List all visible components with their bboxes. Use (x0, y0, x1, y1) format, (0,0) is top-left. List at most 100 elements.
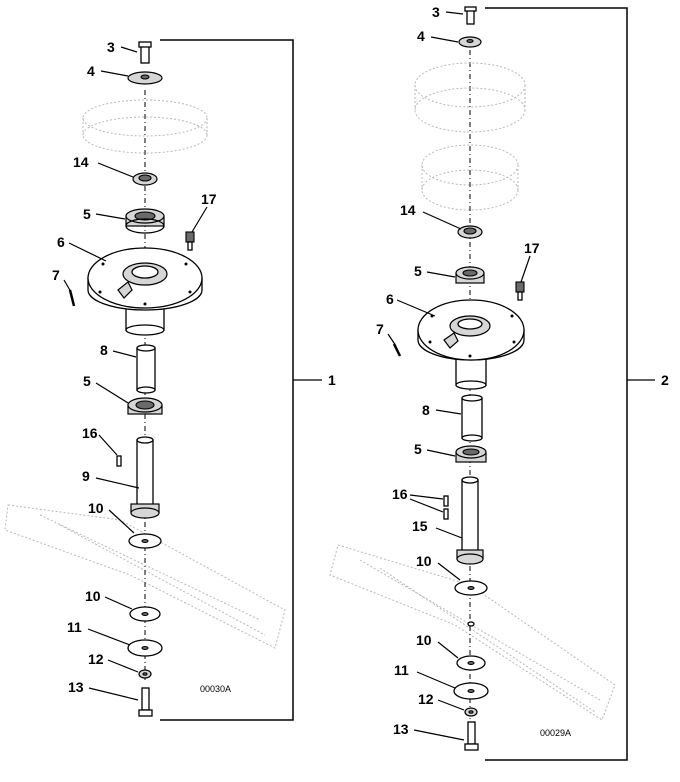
leader-9 (95, 477, 140, 489)
leader-14 (97, 162, 134, 178)
washer-10-upper (454, 580, 488, 596)
leader-6 (68, 242, 107, 262)
leader-17 (191, 206, 208, 233)
drawing-code-2: 00029A (540, 728, 571, 738)
callout-14: 14 (400, 202, 416, 218)
leader-7 (63, 279, 72, 293)
callout-14: 14 (73, 154, 89, 170)
callout-3: 3 (432, 4, 440, 20)
callout-6: 6 (386, 291, 394, 307)
callout-7: 7 (52, 267, 60, 283)
leader-16a (409, 494, 444, 500)
callout-5: 5 (83, 373, 91, 389)
leader-16b (409, 498, 444, 513)
assembly-number-1: 1 (328, 372, 336, 388)
leader-14 (422, 211, 462, 230)
grease-fitting-17 (185, 231, 195, 251)
leader-4 (100, 70, 129, 77)
callout-15: 15 (412, 518, 428, 534)
leader-4 (430, 36, 459, 43)
callout-17: 17 (201, 191, 217, 207)
callout-16: 16 (392, 486, 408, 502)
keys-16 (443, 495, 449, 520)
ghost-pulley (82, 99, 208, 154)
drawing-code-1: 00030A (200, 684, 231, 694)
bearing-5-upper (125, 208, 165, 234)
leader-10a (108, 509, 135, 534)
washer-10-lower (456, 655, 486, 671)
pin-7 (68, 289, 76, 307)
callout-3: 3 (107, 39, 115, 55)
leader-5a (426, 271, 456, 278)
leader-3 (445, 11, 464, 15)
leader-12 (437, 699, 465, 711)
bearing-5-lower (455, 445, 487, 463)
callout-9: 9 (82, 468, 90, 484)
hole-marker (467, 621, 475, 627)
callout-8: 8 (100, 342, 108, 358)
leader-10a (437, 562, 461, 581)
leader-17 (520, 255, 531, 283)
leader-13 (413, 729, 465, 741)
spacer-8 (136, 344, 156, 394)
leader-5a (95, 213, 126, 220)
bearing-5-upper (455, 266, 485, 284)
assembly-2: 3 4 14 17 5 6 7 8 5 16 15 10 10 11 12 13… (376, 4, 669, 761)
grease-fitting-17 (515, 281, 525, 301)
callout-12: 12 (418, 691, 434, 707)
leader-7 (387, 333, 397, 347)
leader-8 (112, 350, 137, 358)
washer-10-lower (129, 606, 161, 622)
pin-7 (392, 343, 402, 357)
callout-10: 10 (85, 588, 101, 604)
callout-4: 4 (87, 63, 95, 79)
callout-17: 17 (524, 240, 540, 256)
spacer-8 (461, 394, 483, 442)
spindle-housing-6 (87, 247, 203, 336)
callout-4: 4 (417, 28, 425, 44)
bolt-3 (138, 41, 152, 64)
spindle-housing-6 (417, 299, 525, 390)
bolt-13 (464, 721, 479, 751)
callout-16: 16 (82, 425, 98, 441)
washer-4 (127, 71, 163, 85)
washer-10-upper (128, 533, 162, 549)
ghost-pulley-lower (421, 144, 519, 211)
leader-11 (87, 628, 131, 646)
callout-6: 6 (57, 234, 65, 250)
leader-10b (437, 641, 459, 659)
spindle-shaft-9 (130, 436, 160, 519)
assembly-bracket-2 (485, 7, 628, 761)
washer-4 (458, 36, 482, 48)
lockwasher-12 (464, 707, 478, 717)
callout-13: 13 (393, 721, 409, 737)
leader-11 (416, 671, 456, 689)
bushing-14 (132, 172, 158, 186)
leader-15 (435, 527, 463, 539)
callout-10: 10 (416, 553, 432, 569)
leader-3 (120, 46, 138, 53)
callout-11: 11 (394, 662, 409, 678)
callout-10: 10 (416, 632, 432, 648)
bolt-13 (138, 687, 153, 717)
leader-10b (104, 596, 133, 610)
callout-5: 5 (83, 206, 91, 222)
assembly-bracket-1 (160, 39, 294, 721)
washer-11 (453, 682, 489, 700)
spindle-shaft-15 (456, 476, 484, 565)
callout-13: 13 (68, 679, 84, 695)
callout-7: 7 (376, 321, 384, 337)
leader-13 (88, 687, 139, 701)
callout-5: 5 (414, 263, 422, 279)
assembly-number-2: 2 (661, 372, 669, 388)
washer-11 (127, 639, 163, 657)
key-16 (116, 455, 122, 467)
leader-12 (107, 659, 139, 673)
bolt-3 (464, 6, 477, 25)
bushing-14 (457, 225, 483, 239)
ghost-pulley-upper (414, 62, 526, 133)
lockwasher-12 (138, 669, 152, 679)
callout-12: 12 (88, 651, 104, 667)
callout-10: 10 (88, 500, 104, 516)
